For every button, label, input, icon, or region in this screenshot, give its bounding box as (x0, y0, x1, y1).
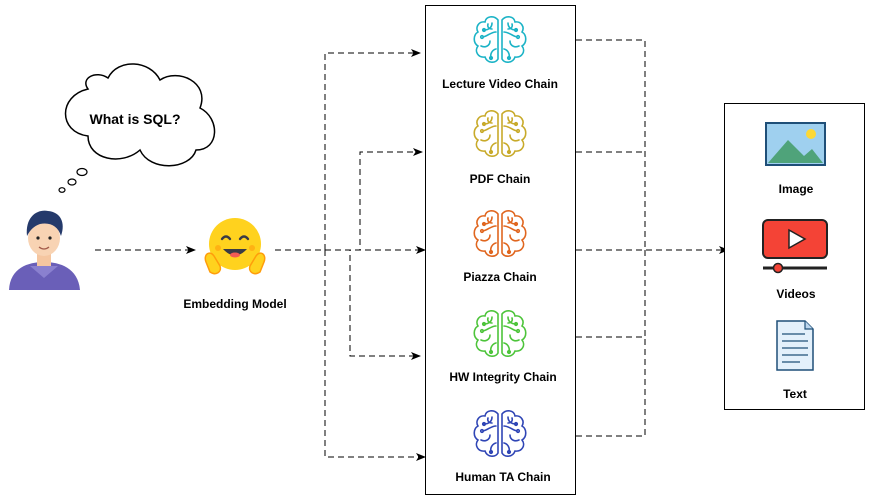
embedding-model-label: Embedding Model (183, 297, 286, 311)
user-question-text: What is SQL? (90, 111, 181, 127)
chains-to-outputs-connectors (576, 39, 729, 437)
output-label-image: Image (779, 182, 814, 196)
chains-container (425, 5, 576, 495)
chain-label-pdf: PDF Chain (470, 172, 531, 186)
video-player-icon (762, 219, 828, 274)
chain-label-piazza: Piazza Chain (463, 270, 536, 284)
user-avatar (9, 210, 80, 290)
chain-label-human-ta: Human TA Chain (455, 470, 550, 484)
output-label-videos: Videos (776, 287, 815, 301)
chain-label-hw-integrity: HW Integrity Chain (449, 370, 556, 384)
image-icon (765, 122, 826, 166)
chain-label-lecture-video: Lecture Video Chain (442, 77, 558, 91)
document-icon (776, 320, 814, 371)
embedding-to-chains-connectors (275, 49, 426, 461)
thought-cloud: What is SQL? (58, 63, 216, 193)
hugging-face-icon (204, 218, 266, 275)
output-label-text: Text (783, 387, 807, 401)
